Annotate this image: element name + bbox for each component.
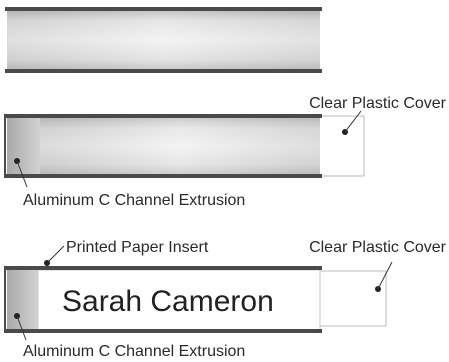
label-printed-paper-insert: Printed Paper Insert — [66, 239, 209, 256]
callout-insert: Printed Paper Insert — [44, 239, 209, 266]
leader-line — [377, 261, 393, 290]
insert-name-text: Sarah Cameron — [62, 285, 274, 318]
callout-cover: Clear Plastic Cover — [309, 95, 447, 135]
callout-extrusion: Aluminum C Channel Extrusion — [14, 313, 245, 360]
extrusion-endcap — [7, 270, 38, 330]
panel-extrusion-with-cover: Clear Plastic Cover Aluminum C Channel E… — [4, 95, 447, 209]
leader-line — [16, 315, 27, 341]
callout-cover: Clear Plastic Cover — [309, 239, 447, 292]
bottom-rail — [5, 329, 322, 333]
top-rail — [5, 7, 322, 11]
extrusion-shade — [40, 118, 320, 174]
label-clear-plastic-cover: Clear Plastic Cover — [309, 95, 447, 112]
label-aluminum-extrusion: Aluminum C Channel Extrusion — [23, 192, 245, 209]
leader-line — [16, 160, 28, 188]
label-aluminum-extrusion: Aluminum C Channel Extrusion — [23, 343, 245, 360]
label-clear-plastic-cover: Clear Plastic Cover — [309, 239, 447, 256]
extrusion-shade — [7, 10, 320, 70]
leader-line — [344, 110, 362, 133]
extrusion-endcap — [7, 118, 40, 174]
top-rail — [5, 114, 322, 118]
callout-extrusion: Aluminum C Channel Extrusion — [14, 158, 245, 209]
leader-line — [46, 245, 65, 264]
clear-cover-outline — [317, 115, 365, 177]
panel-extrusion-plain — [5, 7, 322, 73]
bottom-rail — [5, 69, 322, 73]
bottom-rail — [5, 174, 322, 178]
printed-paper-insert — [37, 269, 321, 331]
top-rail — [5, 266, 322, 270]
clear-cover-outline — [319, 270, 387, 327]
panel-extrusion-with-insert: Sarah Cameron Printed Paper Insert Clear… — [4, 239, 447, 360]
